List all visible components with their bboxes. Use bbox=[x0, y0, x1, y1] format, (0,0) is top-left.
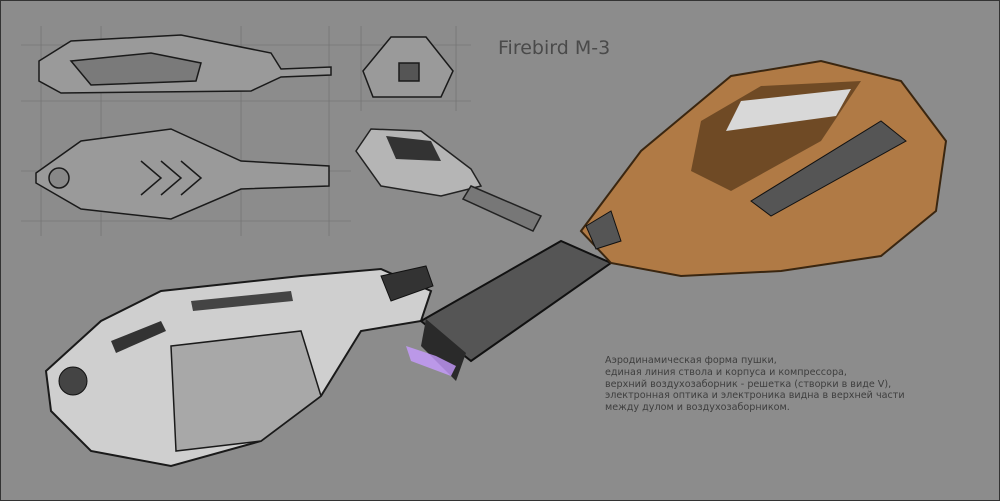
page-title: Firebird M-3 bbox=[498, 37, 611, 59]
note-line: единая линия ствола и корпуса и компресс… bbox=[605, 366, 847, 378]
note-line: электронная оптика и электроника видна в… bbox=[605, 390, 905, 402]
large-grey-render bbox=[44, 265, 434, 468]
muzzle-glow bbox=[406, 346, 456, 376]
note-line: верхний воздухозаборник - решетка (створ… bbox=[605, 378, 892, 390]
top-view-drawing bbox=[35, 128, 330, 220]
front-view-drawing bbox=[362, 36, 454, 98]
main-bronze-render bbox=[406, 59, 948, 381]
small-render bbox=[355, 128, 543, 232]
design-notes: Аэродинамическая форма пушки, единая лин… bbox=[605, 355, 905, 414]
note-line: между дулом и воздухозаборником. bbox=[605, 402, 790, 414]
note-line: Аэродинамическая форма пушки, bbox=[605, 355, 777, 366]
side-view-drawing bbox=[38, 34, 332, 94]
